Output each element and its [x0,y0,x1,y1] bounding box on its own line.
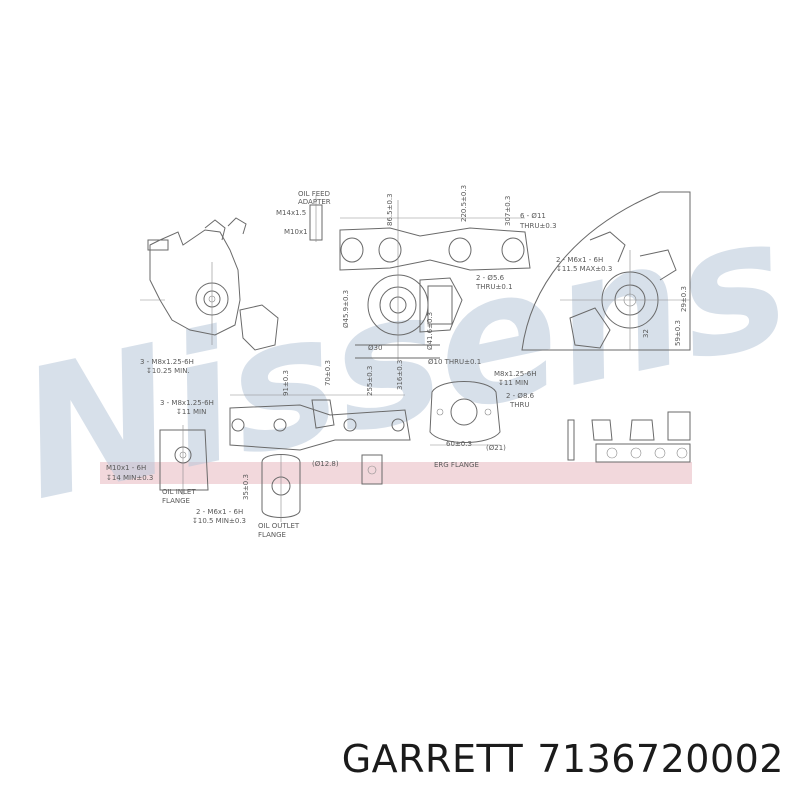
label-d60: 60±0.3 [446,440,472,448]
label-holes-6: 6 - Ø11 [520,212,546,220]
oil-outlet-flange [261,454,383,522]
label-max-115: ↧11.5 MAX±0.3 [556,265,612,273]
label-d10: Ø10 THRU±0.1 [428,358,481,366]
label-holes-2-56: 2 - Ø5.6 [476,274,505,282]
label-d459: Ø45.9±0.3 [342,290,350,328]
label-d128: (Ø12.8) [312,460,339,468]
label-thru-c: THRU [509,401,530,409]
label-d29: 29±0.3 [680,286,688,312]
part-number: 7136720002 [537,737,784,781]
label-min-14: ↧14 MIN±0.3 [106,474,153,482]
label-d32: 32 [642,329,650,338]
label-thru-a: THRU±0.3 [519,222,557,230]
label-d21: (Ø21) [486,444,506,452]
label-oil-inlet-1: OIL INLET [162,488,196,496]
brand-name: GARRETT [341,737,524,781]
egr-flange-view [429,381,501,446]
label-m8-3a: 3 - M8x1.25-6H [140,358,194,366]
label-d316: 316±0.3 [396,360,404,390]
manifold-side-view [229,394,411,451]
label-min-11: ↧11 MIN [176,408,206,416]
label-d70: 70±0.3 [324,360,332,386]
label-m10-6h: M10x1 - 6H [106,464,146,472]
label-thru-b: THRU±0.1 [475,283,513,291]
part-caption: GARRETT 7136720002 [342,737,784,781]
label-d255: 255±0.3 [366,366,374,396]
gasket-set [567,411,691,463]
label-d91: 91±0.3 [282,370,290,396]
dimension-labels: OIL FEED ADAPTER M14x1.5 M10x1 86.5±0.3 … [106,185,688,539]
label-oil-outlet-1: OIL OUTLET [258,522,300,530]
label-egr-flange: ERG FLANGE [434,461,479,469]
label-m6-2a: 2 - M6x1 - 6H [556,256,603,264]
oil-inlet-flange [159,425,209,495]
label-d59: 59±0.3 [674,320,682,346]
label-m10: M10x1 [284,228,308,236]
label-d30: Ø30 [368,344,382,352]
right-section-view [521,191,691,351]
label-m6-2b: 2 - M6x1 - 6H [196,508,243,516]
label-holes-2-86: 2 - Ø8.6 [506,392,535,400]
label-oil-outlet-2: FLANGE [258,531,286,539]
label-m8-egr: M8x1.25-6H [494,370,536,378]
label-d41: Ø41.6±0.3 [426,312,434,350]
label-min-105: ↧10.5 MIN±0.3 [192,517,246,525]
label-d35: 35±0.3 [242,474,250,500]
label-d307: 307±0.3 [504,196,512,226]
label-d86: 86.5±0.3 [386,193,394,226]
label-m14: M14x1.5 [276,209,306,217]
left-turbo-view [140,217,279,351]
label-oil-feed-1: OIL FEED [298,190,330,198]
label-oil-inlet-2: FLANGE [162,497,190,505]
label-d220: 220.5±0.3 [460,185,468,222]
highlight-band [100,462,692,484]
label-min-11b: ↧11 MIN [498,379,528,387]
label-oil-feed-2: ADAPTER [298,198,331,206]
label-min-1025: ↧10.25 MIN. [146,367,190,375]
manifold-top-view [309,195,531,360]
label-m8-3b: 3 - M8x1.25-6H [160,399,214,407]
